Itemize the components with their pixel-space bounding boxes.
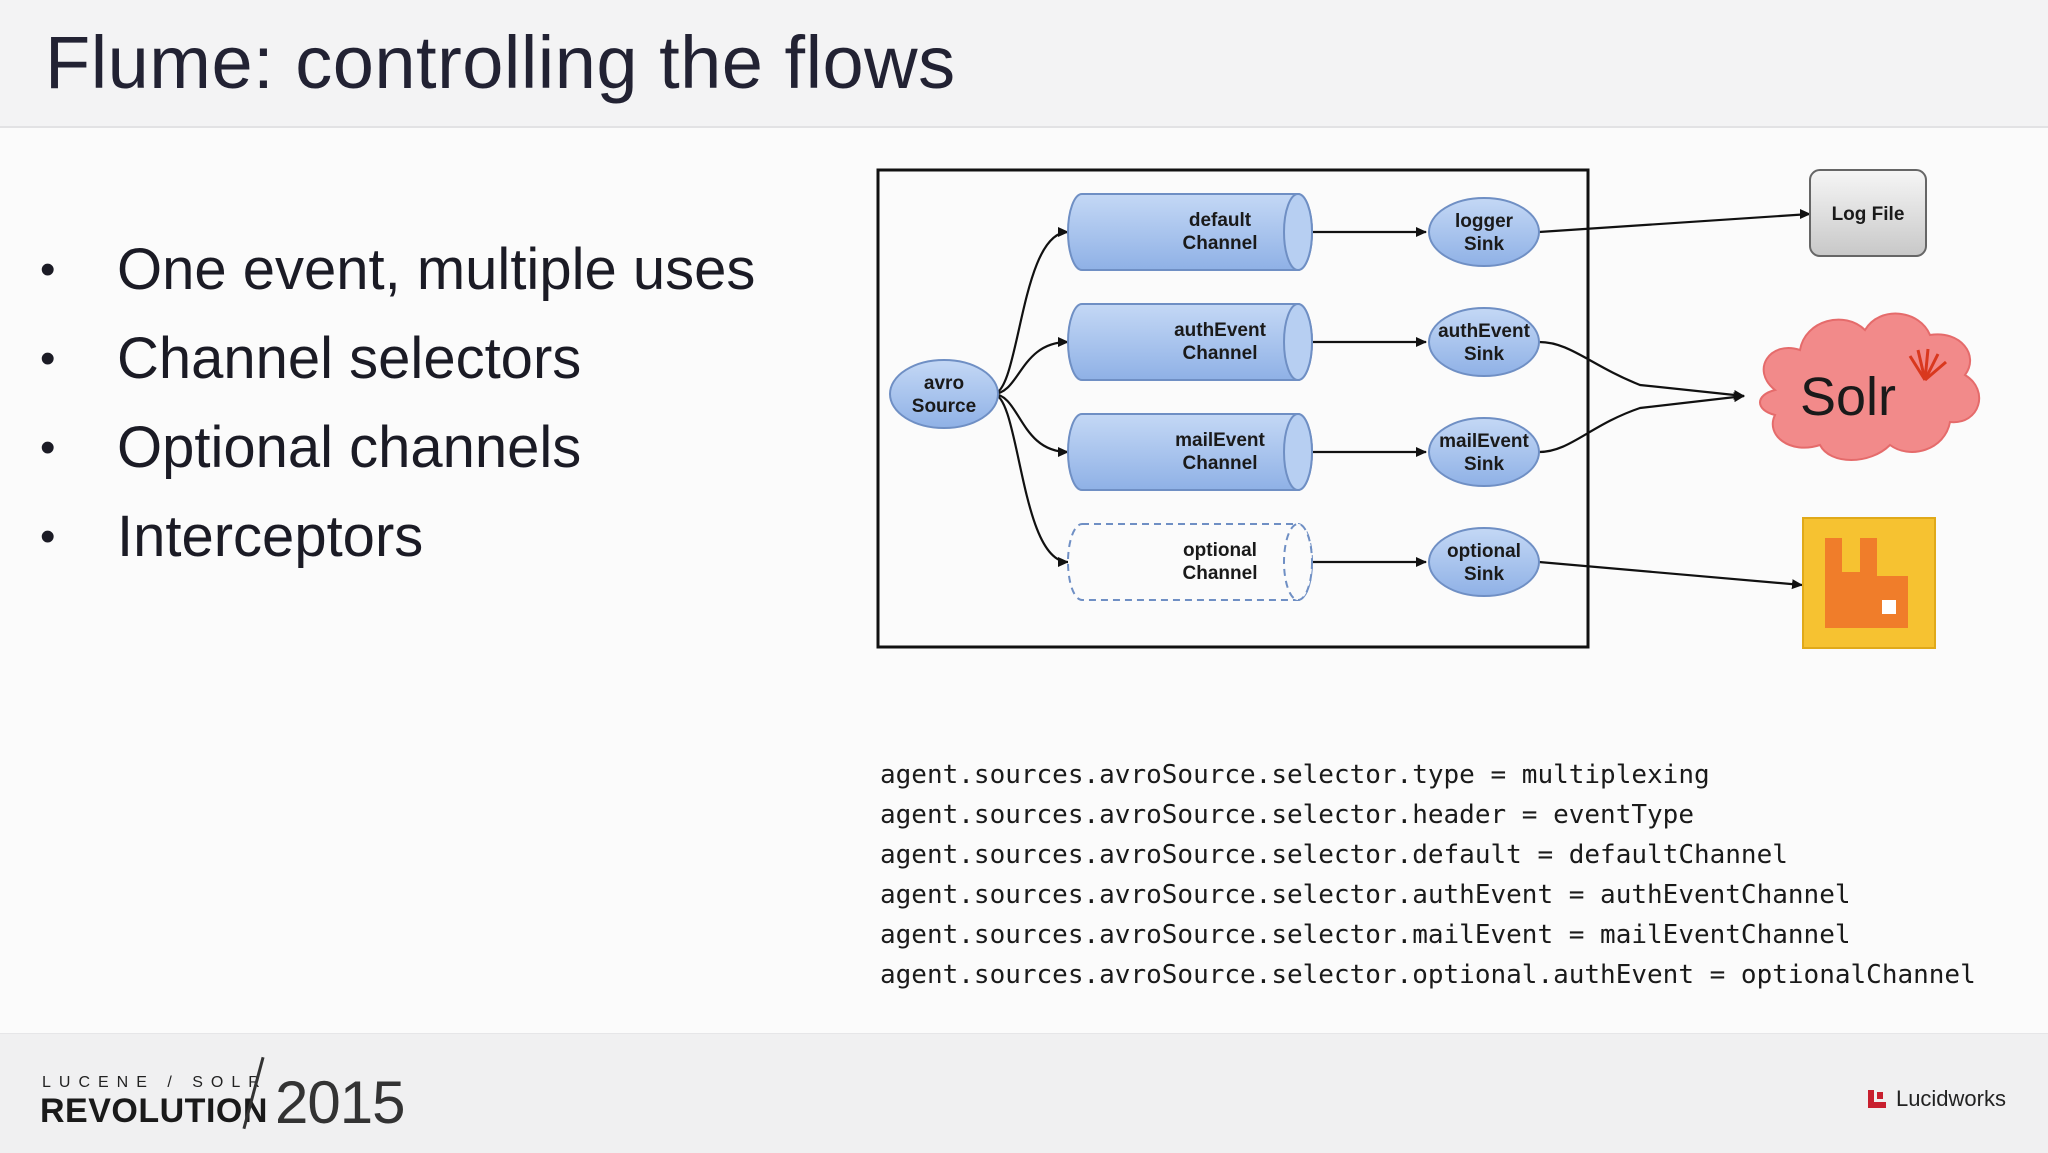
rabbitmq-icon xyxy=(1802,517,1936,649)
config-line: agent.sources.avroSource.selector.header… xyxy=(880,800,1694,830)
bullet-dot: • xyxy=(40,245,56,294)
slide-title: Flume: controlling the flows xyxy=(45,21,956,104)
company-logo: Lucidworks xyxy=(1866,1086,2006,1112)
conference-year: 2015 xyxy=(275,1069,405,1136)
svg-text:mailEvent: mailEvent xyxy=(1439,431,1529,452)
edge-logger-logfile xyxy=(1538,209,1811,234)
channel-mailevent: mailEvent Channel xyxy=(1067,413,1313,491)
edge-optional-rabbit xyxy=(1538,560,1803,590)
channel-default: default Channel xyxy=(1067,193,1313,271)
svg-text:Sink: Sink xyxy=(1464,454,1505,475)
solr-sunburst-icon xyxy=(1908,348,1947,382)
svg-text:Channel: Channel xyxy=(1183,563,1258,584)
svg-text:Sink: Sink xyxy=(1464,344,1505,365)
bullet-text: Channel selectors xyxy=(117,326,582,391)
solr-logo: Solr xyxy=(1759,312,1981,461)
edge-source-mail xyxy=(992,392,1069,457)
config-code-block: agent.sources.avroSource.selector.type =… xyxy=(880,755,1976,995)
company-name: Lucidworks xyxy=(1895,1086,2006,1111)
flow-edges xyxy=(992,209,1811,590)
edge-mail-solr xyxy=(1538,392,1745,454)
bullet-dot: • xyxy=(40,423,56,472)
lucidworks-icon xyxy=(1867,1090,1886,1108)
channel-authevent: authEvent Channel xyxy=(1067,303,1313,381)
config-line: agent.sources.avroSource.selector.authEv… xyxy=(880,880,1851,910)
config-line: agent.sources.avroSource.selector.type =… xyxy=(880,760,1710,790)
svg-text:mailEvent: mailEvent xyxy=(1175,430,1265,451)
sink-optional: optional Sink xyxy=(1428,527,1540,597)
bullet-dot: • xyxy=(40,512,56,561)
edge-source-default xyxy=(992,227,1069,396)
svg-text:optional: optional xyxy=(1183,540,1257,561)
bullet-text: Interceptors xyxy=(117,504,424,569)
svg-text:default: default xyxy=(1189,210,1252,231)
slide-header: Flume: controlling the flows xyxy=(0,0,2048,128)
config-line: agent.sources.avroSource.selector.option… xyxy=(880,960,1976,990)
flume-flow-diagram: avro Source default Channel authEvent Ch… xyxy=(876,168,1981,649)
svg-text:optional: optional xyxy=(1447,541,1521,562)
avro-source-line1: avro xyxy=(924,373,964,394)
avro-source-line2: Source xyxy=(912,396,976,417)
solr-label: Solr xyxy=(1800,367,1896,427)
bullet-text: One event, multiple uses xyxy=(117,237,756,302)
edge-auth-solr xyxy=(1538,340,1745,400)
bullet-dot: • xyxy=(40,334,56,383)
conference-logo-main: REVOLUTION xyxy=(40,1092,268,1130)
sink-mailevent: mailEvent Sink xyxy=(1428,417,1540,487)
bullet-text: Optional channels xyxy=(117,415,582,480)
log-file-label: Log File xyxy=(1832,204,1905,225)
log-file-destination: Log File xyxy=(1809,169,1927,257)
svg-text:authEvent: authEvent xyxy=(1174,320,1267,341)
avro-source-node: avro Source xyxy=(889,359,999,429)
config-line: agent.sources.avroSource.selector.defaul… xyxy=(880,840,1788,870)
svg-text:Channel: Channel xyxy=(1183,453,1258,474)
svg-text:authEvent: authEvent xyxy=(1438,321,1531,342)
svg-text:Channel: Channel xyxy=(1183,343,1258,364)
conference-logo-top: LUCENE / SOLR xyxy=(42,1074,268,1091)
agent-boundary xyxy=(876,168,1590,649)
sink-authevent: authEvent Sink xyxy=(1428,307,1540,377)
svg-text:Sink: Sink xyxy=(1464,234,1505,255)
svg-text:Sink: Sink xyxy=(1464,564,1505,585)
sink-logger: logger Sink xyxy=(1428,197,1540,267)
config-line: agent.sources.avroSource.selector.mailEv… xyxy=(880,920,1851,950)
channel-optional: optional Channel xyxy=(1067,523,1313,601)
slide-footer: LUCENE / SOLR REVOLUTION 2015 Lucidworks xyxy=(0,1033,2048,1153)
svg-text:logger: logger xyxy=(1455,211,1514,232)
edge-source-optional xyxy=(992,392,1069,567)
svg-text:Channel: Channel xyxy=(1183,233,1258,254)
edge-source-auth xyxy=(992,337,1069,396)
